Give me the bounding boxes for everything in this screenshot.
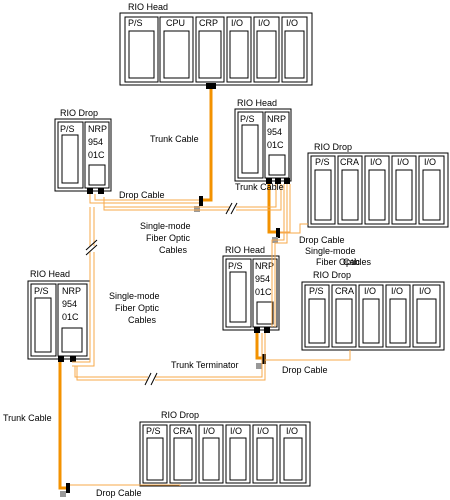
center-rio-head-label: RIO Head [237,98,277,108]
trunk-cable-top [200,89,213,202]
top-crp-connector [206,83,216,89]
bottom-ps-label: P/S [146,426,161,436]
drop-cable-label-bottom: Drop Cable [96,488,142,498]
tap-bottom [66,483,70,493]
center-head-ps-label: P/S [240,114,255,124]
trunk-cable-label-center-1: Trunk Cable [235,182,284,192]
right-upper-io-label: I/O [424,157,436,167]
bottom-io-label: I/O [203,426,215,436]
fiber-cable-upper [236,184,277,208]
fiber-label-right-3: Cables [343,257,372,267]
tap-top [199,196,203,206]
left-drop-ps-label: P/S [60,124,75,134]
fiber-label-upper-3: Cables [159,245,188,255]
trunk-cable-label-top: Trunk Cable [150,134,199,144]
trunk-cable-label-left: Trunk Cable [3,413,52,423]
drop-cable-left [94,194,201,201]
nrp-label-line3: 01C [62,312,79,322]
right-rio-head-label: RIO Head [225,245,265,255]
right-lower-rio-drop-label: RIO Drop [313,270,351,280]
nrp-label-line2: 954 [62,299,77,309]
right-lower-cra-label: CRA [335,286,354,296]
drop-cable-right-upper [280,223,308,234]
right-head-ps-label: P/S [228,261,243,271]
bottom-cra-label: CRA [173,426,192,436]
nrp-label-line1: NRP [255,261,274,271]
fiber-label-left-1: Single-mode [109,291,160,301]
bottom-io-label: I/O [230,426,242,436]
right-upper-ps-label: P/S [315,157,330,167]
right-upper-cra-label: CRA [340,157,359,167]
trunk-cable-center [267,184,278,234]
top-slot-cpu-label: CPU [166,18,185,28]
fiber-label-right-2: Fiber Optic [316,257,361,267]
nrp-label-line3: 01C [255,287,272,297]
drop-cable-label-left: Drop Cable [119,190,165,200]
bottom-io-label: I/O [257,426,269,436]
nrp-label-line2: 954 [255,274,270,284]
nrp-label-line1: NRP [62,286,81,296]
trunk-terminator-right [256,363,262,369]
left-head-ps-label: P/S [34,286,49,296]
trunk-cable-left [58,362,68,490]
tap-center [276,228,280,238]
bottom-io-label: I/O [286,426,298,436]
nrp-label-line2: 954 [267,127,282,137]
fiber-label-left-2: Fiber Optic [115,303,160,313]
drop-cable-bottom [70,484,181,486]
right-lower-io-label: I/O [391,286,403,296]
top-rack-slots [124,16,308,83]
top-slot-ps-label: P/S [128,18,143,28]
top-slot-io-label: I/O [286,18,298,28]
top-slot-io-label: I/O [258,18,270,28]
nrp-label-line3: 01C [88,150,105,160]
fiber-label-upper-2: Fiber Optic [146,233,191,243]
nrp-label-line3: 01C [267,140,284,150]
fiber-label-upper-1: Single-mode [140,221,191,231]
right-upper-io-label: I/O [397,157,409,167]
fiber-label-right-1: Single-mode [305,246,356,256]
trunk-terminator-top [194,206,200,212]
right-upper-rio-drop-label: RIO Drop [314,142,352,152]
right-lower-ps-label: P/S [309,286,324,296]
nrp-label-line2: 954 [88,137,103,147]
trunk-terminator-label: Trunk Terminator [171,360,239,370]
top-slot-io-label: I/O [231,18,243,28]
top-slot-crp-label: CRP [199,18,218,28]
top-rio-head-label: RIO Head [128,2,168,12]
right-lower-io-label: I/O [364,286,376,296]
nrp-label-line1: NRP [267,114,286,124]
left-rio-drop-label: RIO Drop [60,108,98,118]
nrp-label-line1: NRP [88,124,107,134]
right-lower-io-label: I/O [419,286,431,296]
drop-cable-right-lower [265,350,351,361]
trunk-cable-right [255,333,263,360]
drop-cable-label-right-lower: Drop Cable [282,365,328,375]
bottom-rio-drop-label: RIO Drop [161,410,199,420]
right-upper-io-label: I/O [370,157,382,167]
tap-right [262,354,266,364]
left-rio-head-label: RIO Head [30,269,70,279]
fiber-label-left-3: Cables [128,315,157,325]
drop-cable-label-right-upper: Drop Cable [299,235,345,245]
